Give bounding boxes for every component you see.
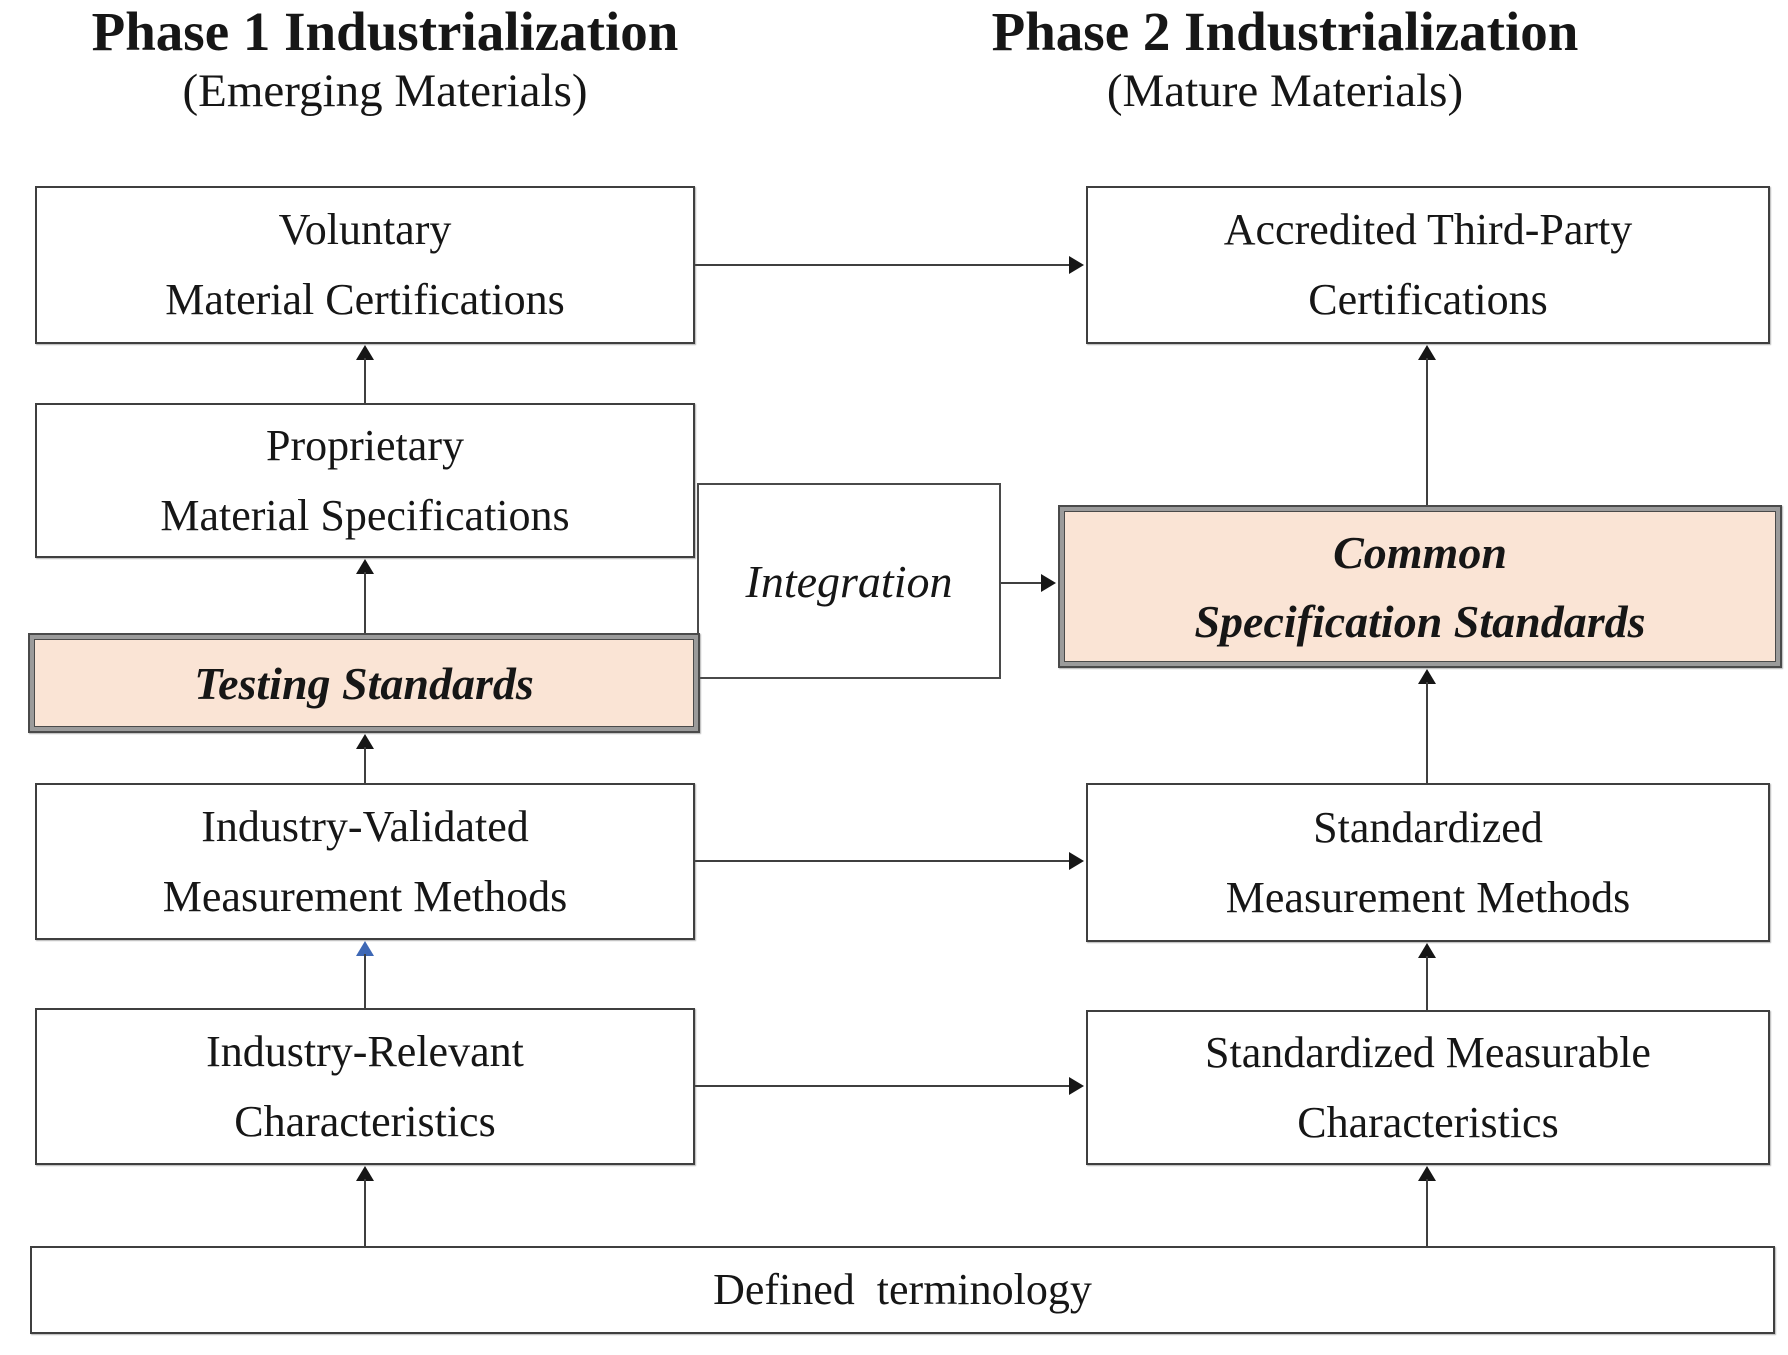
arrow-line — [1001, 582, 1041, 584]
arrow-line — [695, 1085, 1069, 1087]
arrowhead-right-icon — [1041, 574, 1056, 592]
blue-arrowhead-up-icon — [356, 941, 374, 956]
arrowhead-up-icon — [1418, 943, 1436, 958]
box-standardized-measurement-methods: Standardized Measurement Methods — [1086, 783, 1770, 942]
arrow-line — [1426, 682, 1428, 783]
arrowhead-up-icon — [1418, 1166, 1436, 1181]
arrow-line — [364, 358, 366, 403]
arrow-line — [364, 1179, 366, 1246]
box-label: Proprietary Material Specifications — [160, 420, 570, 540]
box-accredited-third-party-certifications: Accredited Third-Party Certifications — [1086, 186, 1770, 344]
arrowhead-up-icon — [356, 345, 374, 360]
box-label: Industry-Relevant Characteristics — [206, 1026, 524, 1146]
arrowhead-right-icon — [1069, 1077, 1084, 1095]
box-label: Standardized Measurement Methods — [1225, 802, 1631, 922]
box-voluntary-material-certifications: Voluntary Material Certifications — [35, 186, 695, 344]
arrowhead-right-icon — [1069, 852, 1084, 870]
box-label: Testing Standards — [194, 657, 534, 709]
integration-label: Integration — [745, 555, 953, 607]
arrowhead-up-icon — [1418, 669, 1436, 684]
box-label: Common Specification Standards — [1194, 526, 1646, 647]
box-label: Defined terminology — [713, 1265, 1092, 1315]
arrow-line — [364, 747, 366, 783]
phase1-subtitle: (Emerging Materials) — [182, 65, 588, 117]
integration-connector-frame: Integration — [697, 483, 1001, 679]
box-label: Accredited Third-Party Certifications — [1223, 205, 1633, 324]
arrow-line — [1426, 1179, 1428, 1246]
arrow-line — [695, 860, 1069, 862]
box-industry-relevant-characteristics: Industry-Relevant Characteristics — [35, 1008, 695, 1165]
box-industry-validated-measurement-methods: Industry-Validated Measurement Methods — [35, 783, 695, 940]
box-proprietary-material-specifications: Proprietary Material Specifications — [35, 403, 695, 558]
box-standardized-measurable-characteristics: Standardized Measurable Characteristics — [1086, 1010, 1770, 1165]
phase2-title: Phase 2 Industrialization — [991, 1, 1579, 62]
arrow-line — [1426, 956, 1428, 1010]
arrowhead-up-icon — [356, 734, 374, 749]
box-label: Industry-Validated Measurement Methods — [162, 801, 568, 921]
box-common-specification-standards: Common Specification Standards — [1058, 505, 1782, 668]
arrow-line — [1426, 358, 1428, 505]
box-label: Voluntary Material Certifications — [165, 205, 565, 324]
arrowhead-up-icon — [356, 559, 374, 574]
arrow-line — [364, 572, 366, 633]
arrowhead-right-icon — [1069, 256, 1084, 274]
box-label: Standardized Measurable Characteristics — [1205, 1027, 1651, 1147]
phase1-title: Phase 1 Industrialization — [91, 1, 679, 62]
arrowhead-up-icon — [1418, 345, 1436, 360]
phase2-subtitle: (Mature Materials) — [1106, 65, 1464, 117]
arrowhead-up-icon — [356, 1166, 374, 1181]
arrow-line — [695, 264, 1069, 266]
arrow-line — [364, 954, 366, 1008]
box-testing-standards: Testing Standards — [28, 633, 700, 733]
box-defined-terminology: Defined terminology — [30, 1246, 1775, 1334]
